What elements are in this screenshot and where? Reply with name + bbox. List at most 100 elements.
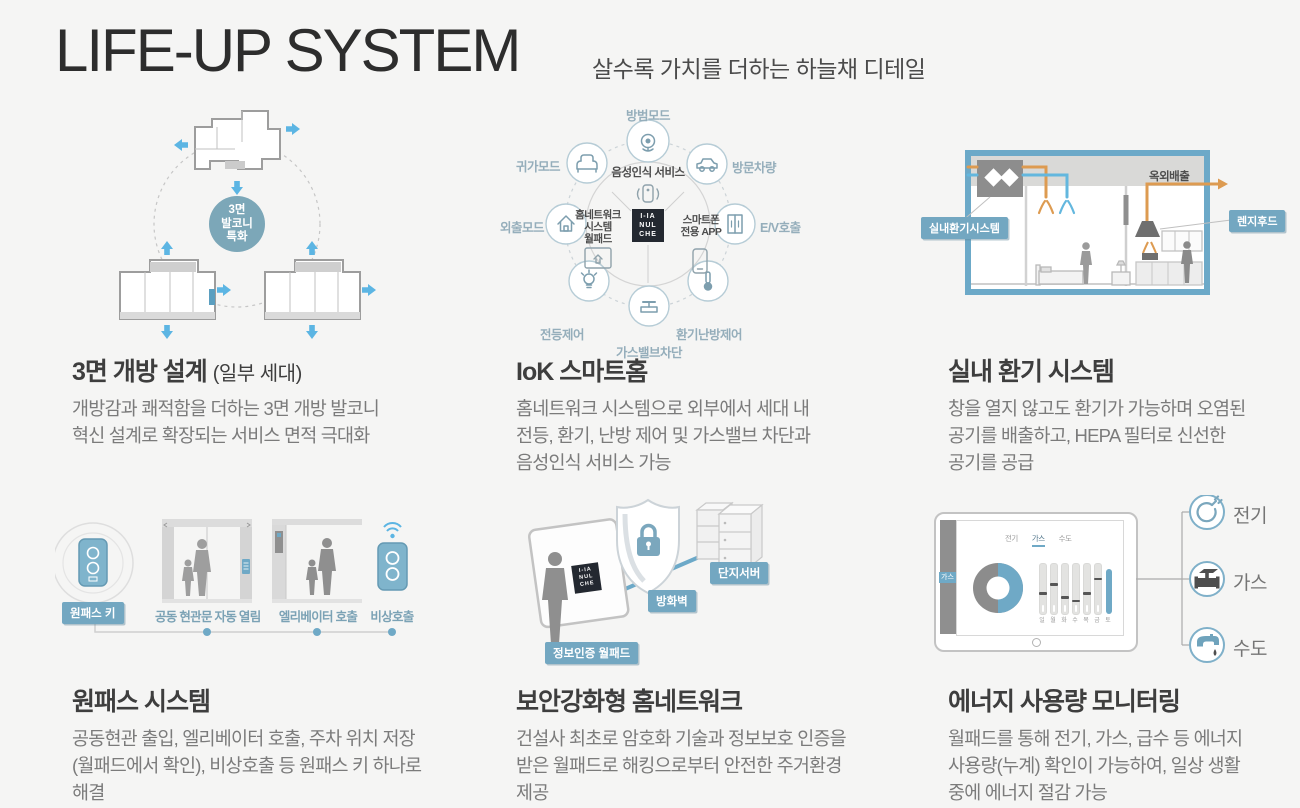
logo-line2: NUL bbox=[639, 222, 657, 229]
energy-tablet: 가스 전기 가스 수도 bbox=[934, 512, 1138, 652]
wallpad-icon bbox=[584, 247, 612, 269]
legend-gas-label: 가스 bbox=[1233, 573, 1267, 594]
water-faucet-icon bbox=[1197, 634, 1219, 656]
tab-electric: 전기 bbox=[1005, 534, 1018, 543]
voice-service-label: 음성인식 서비스 bbox=[611, 167, 685, 179]
page-title: LIFE-UP SYSTEM bbox=[55, 17, 521, 84]
onepass-key-fob bbox=[78, 538, 108, 587]
heat-exchanger-unit bbox=[977, 160, 1023, 197]
onepass-title: 원패스 시스템 bbox=[72, 688, 211, 716]
usage-bar-chart: 일 월 화 수 목 금 토 bbox=[1039, 563, 1119, 624]
wallpad-label: 홈네트워크 시스템 월패드 bbox=[575, 209, 621, 245]
tablet-sidebar: 가스 bbox=[939, 520, 956, 634]
ventilation-title: 실내 환기 시스템 bbox=[948, 358, 1115, 386]
ev-call-label: E/V호출 bbox=[760, 221, 801, 235]
outdoor-exhaust-label: 옥외배출 bbox=[1149, 171, 1190, 183]
tablet-screen: 전기 가스 수도 bbox=[956, 520, 1124, 636]
emergency-device bbox=[377, 521, 408, 591]
day-label: 토 bbox=[1105, 618, 1111, 624]
energy-diagram: 가스 전기 가스 수도 bbox=[930, 495, 1300, 670]
gas-valve-icon bbox=[1194, 569, 1220, 589]
section-security-text: 보안강화형 홈네트워크 건설사 최초로 암호화 기술과 정보보호 인증을 받은 … bbox=[516, 682, 946, 806]
smartphone-icon bbox=[692, 248, 708, 274]
page-subtitle: 살수록 가치를 더하는 하늘채 디테일 bbox=[592, 56, 926, 82]
vent-system-badge: 실내환기시스템 bbox=[921, 217, 1008, 239]
ai-speaker-icon bbox=[636, 184, 660, 203]
energy-title: 에너지 사용량 모니터링 bbox=[948, 688, 1181, 716]
legend-electric-label: 전기 bbox=[1233, 506, 1267, 527]
mode-comehome-label: 귀가모드 bbox=[515, 160, 561, 174]
day-label: 일 bbox=[1039, 618, 1045, 624]
open-direction-arrows bbox=[161, 123, 376, 339]
balcony-center-circle bbox=[209, 196, 265, 252]
elevator-hall bbox=[272, 519, 362, 603]
elevator-call-label: 엘리베이터 호출 bbox=[278, 610, 358, 624]
onepass-diagram: 원패스 키 공동 현관문 자동 열림 엘리베이터 호출 비상호출 bbox=[55, 485, 455, 655]
tablet-home-button bbox=[1032, 638, 1041, 647]
security-person bbox=[542, 552, 568, 644]
elevator-people bbox=[306, 538, 336, 595]
hvac-control-label: 환기난방제어 bbox=[675, 328, 743, 342]
usage-donut-chart bbox=[973, 563, 1023, 613]
light-bulb-icon bbox=[580, 269, 598, 289]
floorplan-left bbox=[119, 259, 216, 320]
server-towers bbox=[695, 501, 764, 568]
balcony-title: 3면 개방 설계 bbox=[72, 358, 208, 386]
balcony-note: (일부 세대) bbox=[212, 363, 302, 385]
logo-line1: I-IA bbox=[640, 213, 656, 220]
bedroom-furniture bbox=[1035, 260, 1131, 286]
balcony-body: 개방감과 쾌적함을 더하는 3면 개방 발코니 혁신 설계로 확장되는 서비스 … bbox=[72, 398, 380, 446]
sofa-icon bbox=[576, 154, 598, 173]
cctv-camera-icon bbox=[640, 133, 656, 152]
app-label: 스마트폰 전용 APP bbox=[680, 214, 722, 238]
firewall-badge: 방화벽 bbox=[648, 590, 696, 612]
security-body: 건설사 최초로 암호화 기술과 정보보호 인증을 받은 월패드로 해킹으로부터 … bbox=[516, 728, 847, 803]
complex-server-badge: 단지서버 bbox=[710, 562, 769, 584]
day-label: 금 bbox=[1094, 618, 1100, 624]
onepass-key-badge: 원패스 키 bbox=[62, 602, 124, 624]
hanulchae-logo: I-IA NUL CHE bbox=[632, 209, 664, 242]
smarthome-diagram: 방범모드 귀가모드 방문차량 외출모드 E/V호출 전등제어 환기난방제어 가스… bbox=[500, 95, 810, 365]
sidebar-gas-chip: 가스 bbox=[939, 572, 956, 583]
day-label: 화 bbox=[1061, 618, 1067, 624]
ventilation-diagram: 옥외배출 실내환기시스템 렌지후드 bbox=[915, 145, 1300, 310]
tab-water: 수도 bbox=[1058, 534, 1072, 543]
elevator-icon bbox=[727, 214, 743, 234]
legend-water-label: 수도 bbox=[1233, 639, 1267, 660]
range-hood-badge: 렌지후드 bbox=[1229, 210, 1286, 232]
section-onepass-text: 원패스 시스템 공동현관 출입, 엘리베이터 호출, 주차 위치 저장 (월패드… bbox=[72, 682, 512, 806]
kitchen-person bbox=[1181, 241, 1193, 283]
tab-gas: 가스 bbox=[1031, 533, 1045, 547]
smarthome-title: IoK 스마트홈 bbox=[516, 358, 648, 386]
onepass-body: 공동현관 출입, 엘리베이터 호출, 주차 위치 저장 (월패드에서 확인), … bbox=[72, 728, 422, 803]
logo-line3: CHE bbox=[639, 231, 657, 238]
energy-tabs: 전기 가스 수도 bbox=[1005, 533, 1072, 547]
wallpad-logo: I-IA NUL CHE bbox=[571, 562, 602, 594]
bedroom-person bbox=[1080, 242, 1092, 284]
firewall-shield bbox=[616, 498, 680, 595]
day-label: 목 bbox=[1083, 618, 1089, 624]
lobby-door-label: 공동 현관문 자동 열림 bbox=[155, 610, 261, 624]
floorplan-top bbox=[194, 110, 281, 170]
gas-valve-icon bbox=[640, 301, 658, 313]
floorplan-right bbox=[264, 259, 361, 320]
light-control-label: 전등제어 bbox=[539, 328, 585, 342]
visitor-car-label: 방문차량 bbox=[732, 161, 777, 175]
kitchen bbox=[1135, 178, 1228, 286]
mode-out-label: 외출모드 bbox=[500, 221, 545, 235]
day-label: 수 bbox=[1072, 618, 1078, 624]
smarthome-body: 홈네트워크 시스템으로 외부에서 세대 내 전등, 환기, 난방 제어 및 가스… bbox=[516, 398, 811, 473]
section-balcony-text: 3면 개방 설계 (일부 세대) 개방감과 쾌적함을 더하는 3면 개방 발코니… bbox=[72, 352, 482, 449]
ventilation-body: 창을 열지 않고도 환기가 가능하며 오염된 공기를 배출하고, HEPA 필터… bbox=[948, 398, 1246, 473]
day-label: 월 bbox=[1050, 618, 1056, 624]
energy-legend-icons bbox=[1136, 495, 1225, 663]
gas-cutoff-label: 가스밸브차단 bbox=[615, 346, 683, 360]
balcony-diagram bbox=[119, 110, 376, 339]
car-icon bbox=[696, 158, 718, 172]
security-title: 보안강화형 홈네트워크 bbox=[516, 688, 743, 716]
door-people bbox=[182, 539, 211, 596]
section-ventilation-text: 실내 환기 시스템 창을 열지 않고도 환기가 가능하며 오염된 공기를 배출하… bbox=[948, 352, 1298, 476]
wallpad-auth-badge: 정보인증 월패드 bbox=[545, 642, 639, 664]
power-plug-icon bbox=[1196, 495, 1223, 523]
